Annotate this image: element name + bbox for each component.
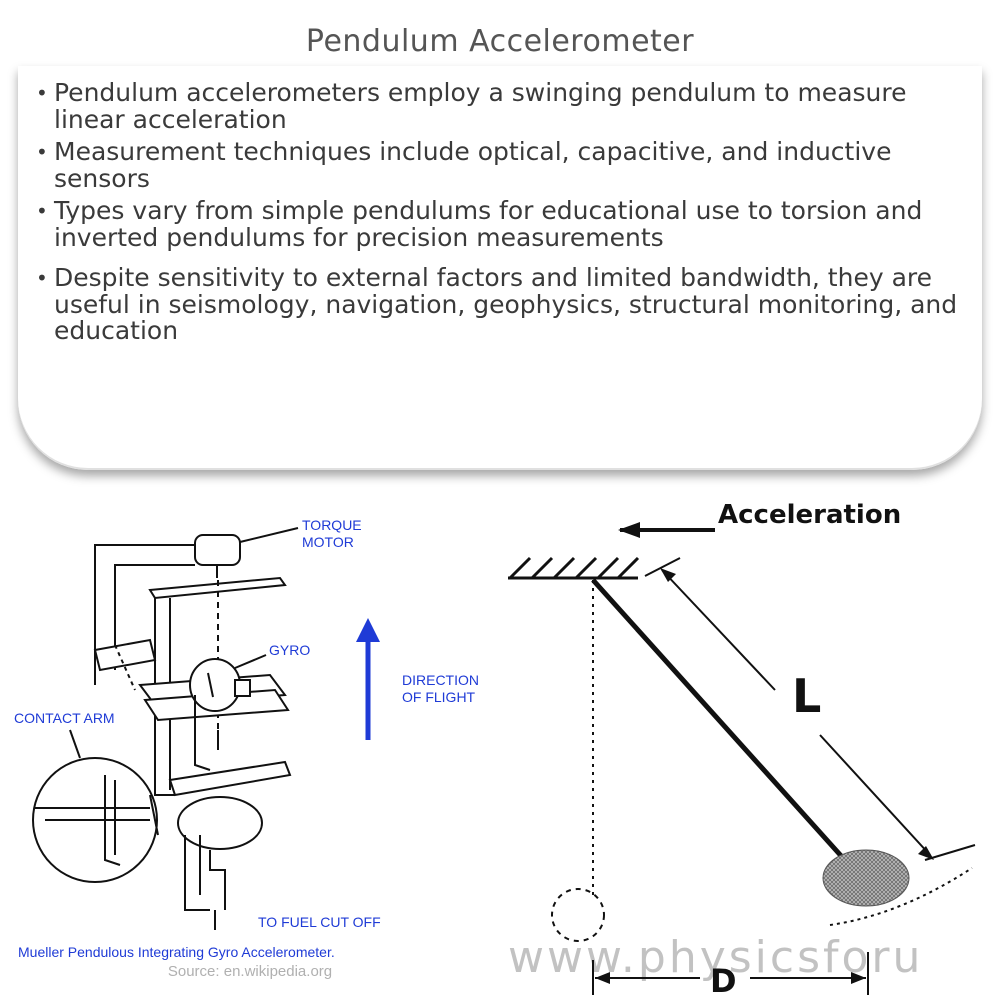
rest-bob — [551, 888, 605, 942]
bullet-item: Pendulum accelerometers employ a swingin… — [34, 79, 974, 133]
lower-plate — [168, 760, 292, 797]
bullet-item: Types vary from simple pendulums for edu… — [34, 197, 974, 251]
pendulum-disk — [177, 796, 263, 850]
length-dimension-bottom — [819, 734, 931, 856]
bullet-item: Despite sensitivity to external factors … — [34, 264, 974, 345]
frame-inner — [114, 564, 195, 670]
figure-caption: Mueller Pendulous Integrating Gyro Accel… — [18, 944, 335, 960]
gyro-rotor-icon — [189, 658, 241, 712]
acceleration-label: Acceleration — [718, 500, 901, 530]
frame-outline — [94, 544, 200, 685]
top-plate — [148, 576, 287, 600]
gyro-label: GYRO — [269, 642, 310, 658]
torque-label-1: TORQUE — [302, 517, 362, 533]
source-credit: Source: en.wikipedia.org — [167, 963, 333, 980]
direction-label-1: DIRECTION — [402, 672, 479, 688]
contact-arm-label: CONTACT ARM — [14, 710, 115, 726]
fuel-cut-off-label: TO FUEL CUT OFF — [258, 914, 381, 930]
direction-arrowhead — [356, 618, 380, 642]
pendulum-bob — [822, 849, 910, 907]
bullet-item: Measurement techniques include optical, … — [34, 138, 974, 192]
page-title: Pendulum Accelerometer — [305, 24, 695, 59]
torque-motor-icon — [194, 534, 241, 566]
gyro-accelerometer-diagram: TORQUE MOTOR GYRO DIRECTION OF FLIGHT CO… — [14, 517, 479, 960]
pendulum-diagram: Acceleration L www.physicsforu D — [508, 500, 976, 1000]
displacement-label: D — [710, 962, 737, 1000]
swing-arc — [829, 867, 973, 926]
pendulum-rod — [591, 578, 854, 870]
direction-label-2: OF FLIGHT — [402, 689, 476, 705]
bullet-list: Pendulum accelerometers employ a swingin… — [34, 79, 974, 345]
length-label: L — [792, 669, 821, 723]
length-dimension-top — [661, 569, 776, 691]
torque-label-2: MOTOR — [302, 534, 354, 550]
